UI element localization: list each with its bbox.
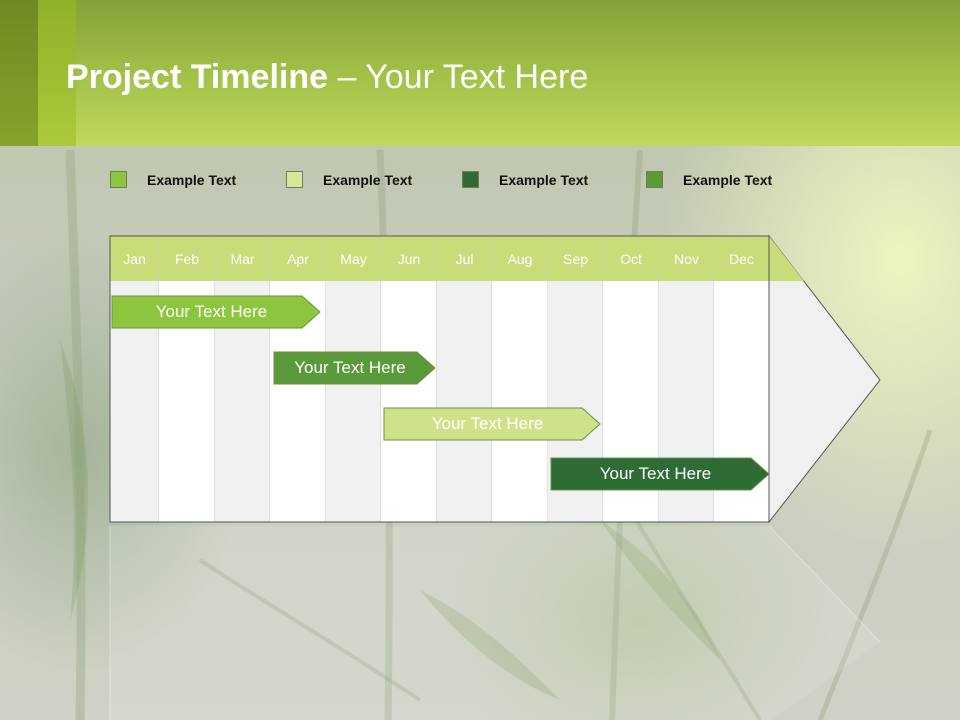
slide-title-bold: Project Timeline	[66, 58, 329, 96]
month-label: Feb	[175, 251, 199, 267]
legend-swatch	[286, 171, 303, 188]
banner-accent-stripe	[38, 0, 76, 146]
month-columns: Jan Feb Mar Apr May Jun Jul Aug Sep Oct Nov Dec	[109, 234, 881, 524]
month-header-cell	[381, 236, 437, 281]
month-label: Apr	[287, 251, 309, 267]
month-label: Aug	[508, 251, 533, 267]
month-header-cell	[548, 236, 603, 281]
month-header-cell	[714, 236, 769, 281]
legend-label: Example Text	[683, 172, 773, 188]
month-column	[381, 281, 437, 522]
reflection-edge	[768, 525, 881, 643]
month-header-cell	[659, 236, 714, 281]
title-banner: Project Timeline – Your Text Here	[0, 0, 960, 146]
month-label: Mar	[230, 251, 254, 267]
month-header-cell	[326, 236, 381, 281]
task-bar	[111, 295, 321, 329]
month-column	[326, 281, 381, 522]
month-label: Jul	[456, 251, 474, 267]
task-bars	[111, 295, 770, 491]
task-bar	[550, 457, 770, 491]
legend-label: Example Text	[147, 172, 237, 188]
month-label: Jun	[398, 251, 421, 267]
banner-accent-stripe	[0, 0, 38, 146]
legend-swatch	[462, 171, 479, 188]
reflection-shape	[110, 526, 880, 720]
month-header-cell	[110, 236, 159, 281]
task-bar	[273, 351, 436, 385]
legend-swatch	[110, 171, 127, 188]
legend-label: Example Text	[323, 172, 413, 188]
task-bar	[383, 407, 601, 441]
timeline-reflection	[109, 525, 881, 720]
month-label: May	[340, 251, 366, 267]
slide-title: Project Timeline – Your Text Here	[66, 58, 588, 97]
month-header-cell	[603, 236, 659, 281]
month-column	[437, 281, 492, 522]
arrow-head-band	[769, 236, 804, 281]
legend-label: Example Text	[499, 172, 589, 188]
month-label: Sep	[563, 251, 588, 267]
month-header-cell	[492, 236, 548, 281]
month-label: Dec	[729, 251, 754, 267]
month-header-cell	[215, 236, 270, 281]
month-label: Nov	[674, 251, 699, 267]
legend-swatch	[646, 171, 663, 188]
month-label: Jan	[123, 251, 146, 267]
month-header-cell	[159, 236, 215, 281]
month-header-cell	[270, 236, 326, 281]
slide-title-rest: – Your Text Here	[328, 58, 589, 96]
month-label: Oct	[620, 251, 642, 267]
timeline-frame	[109, 235, 770, 523]
month-column	[492, 281, 548, 522]
month-header-cell	[437, 236, 492, 281]
